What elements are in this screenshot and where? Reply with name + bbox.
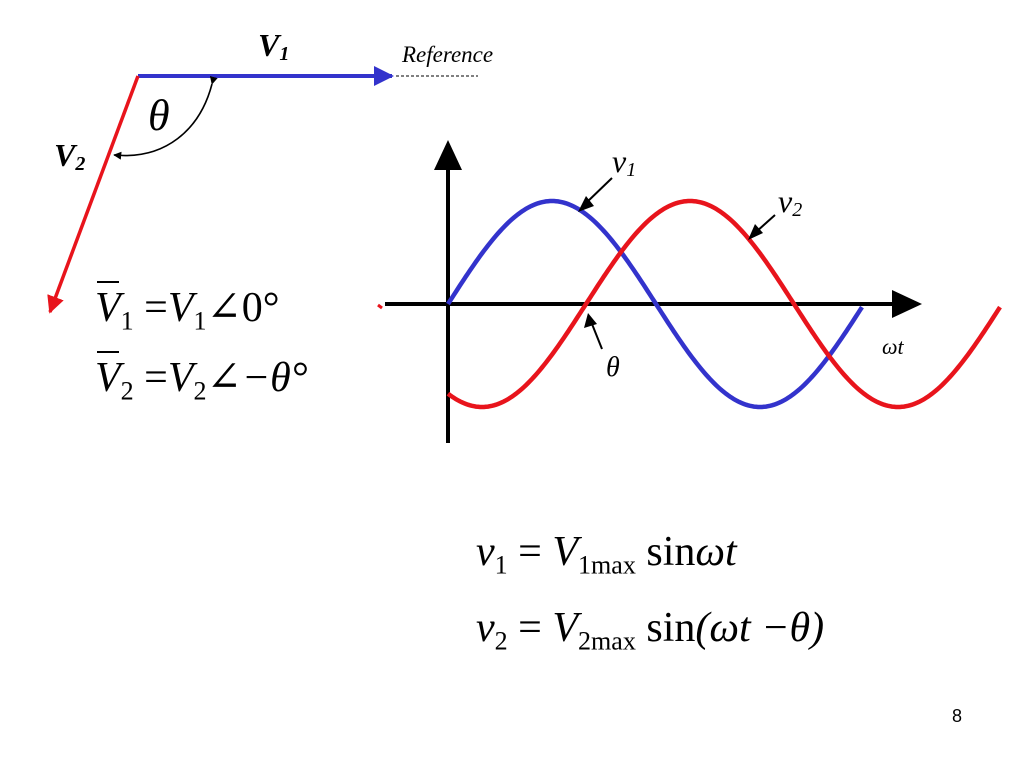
y-axis-arrowhead	[434, 140, 462, 170]
phasor-v2-lhs-sub: 2	[120, 376, 134, 406]
phasor-v1-rhs-sub: 1	[193, 306, 207, 336]
phasor-v1-equation: V1 =V1∠0°	[95, 281, 280, 336]
angle-arc	[113, 76, 218, 160]
v2-eq-lhs: v	[476, 605, 495, 651]
waveform-plot: v1 v2 θ ωt	[377, 140, 1002, 443]
phasor-v1-angle: ∠0°	[206, 285, 280, 331]
v2-eq-fn: sin	[646, 605, 696, 651]
v1-pointer-arrow	[584, 177, 613, 205]
v1-waveform	[446, 198, 864, 410]
v2-pointer-arrowhead	[748, 224, 763, 240]
v1-eq-lhs: v	[476, 529, 495, 575]
v1-eq-rhs-sub: 1max	[578, 550, 636, 580]
v2-eq-arg: (ωt −θ)	[695, 605, 825, 651]
phasor-diagram: V1 Reference V2 θ	[47, 27, 493, 314]
x-axis-arrowhead	[892, 290, 922, 318]
v1-eq-lhs-sub: 1	[494, 550, 508, 580]
v2-eq-equals: =	[518, 605, 542, 651]
v2-eq-rhs: V	[552, 605, 579, 651]
phasor-v2-arrow	[47, 75, 140, 314]
omega-t-axis-label: ωt	[882, 334, 905, 359]
angle-theta-label: θ	[148, 91, 170, 140]
v1-time-equation: v1 = V1max sinωt	[476, 528, 737, 580]
phasor-v2-equation: V2 =V2∠−θ°	[95, 351, 308, 406]
v1-eq-fn: sin	[646, 529, 696, 575]
v2-waveform	[446, 198, 1002, 410]
theta-label: θ	[606, 352, 620, 383]
v1-eq-rhs: V	[552, 529, 579, 575]
v1-eq-equals: =	[518, 529, 542, 575]
phasor-v1-lhs-sub: 1	[120, 306, 134, 336]
phasor-v1-lhs: V	[95, 285, 121, 331]
phasor-v2-rhs: V	[167, 355, 194, 401]
theta-pointer-arrowhead	[584, 313, 597, 328]
v2-eq-rhs-sub: 2max	[578, 626, 636, 656]
v2-time-equation: v2 = V2max sin(ωt −θ)	[476, 604, 824, 656]
phasor-v1-rhs: V	[167, 285, 194, 331]
phasor-v2-lhs: V	[95, 355, 121, 401]
phasor-v2-label: V2	[54, 137, 85, 175]
v2-waveform-label: v2	[778, 183, 802, 221]
v1-eq-arg: ωt	[695, 529, 737, 575]
phasor-v2-rhs-sub: 2	[193, 376, 207, 406]
phasor-v2-angle: ∠−θ°	[206, 355, 308, 401]
reference-label: Reference	[401, 42, 493, 67]
v1-pointer-arrowhead	[578, 196, 594, 212]
v2-left-fragment	[377, 303, 383, 310]
page-number: 8	[952, 706, 963, 726]
theta-pointer-arrow	[591, 323, 603, 350]
v1-waveform-label: v1	[612, 143, 636, 181]
phasor-v1-label: V1	[258, 27, 289, 65]
v2-eq-lhs-sub: 2	[494, 626, 508, 656]
phasor-v2-equals: =	[144, 355, 168, 401]
phasor-v1-equals: =	[144, 285, 168, 331]
